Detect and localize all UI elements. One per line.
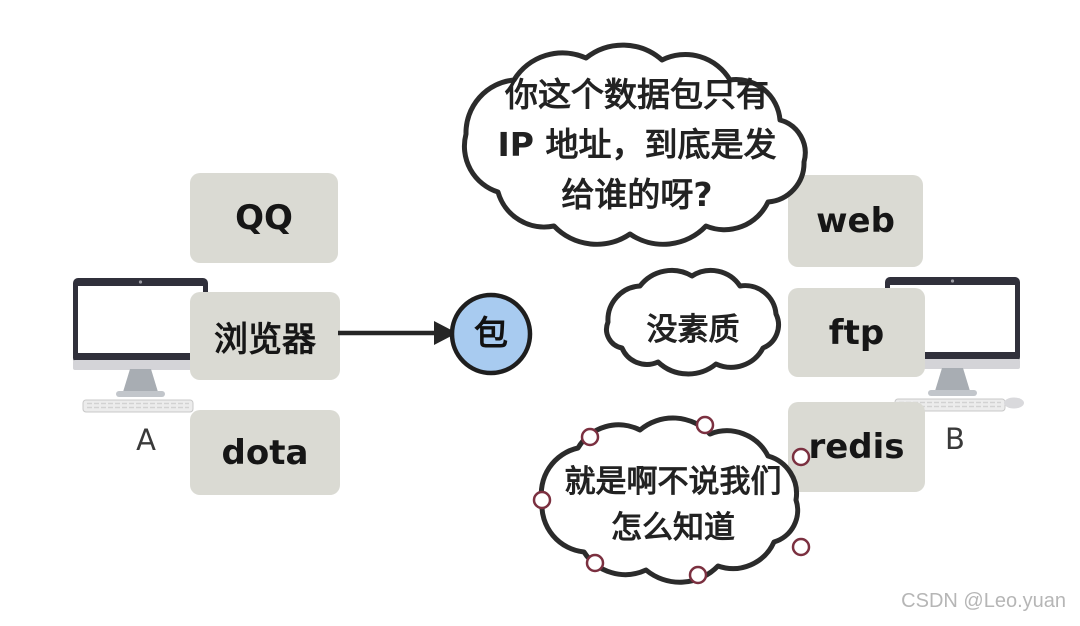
insult-line-1: 没素质 [646, 312, 740, 348]
arrow-head-icon [434, 321, 457, 345]
agree-bubble-text: 就是啊不说我们 怎么知道 [542, 459, 804, 551]
selection-handle-bottom-left[interactable] [585, 553, 605, 573]
packet-arrow [338, 292, 533, 376]
watermark: CSDN @Leo.yuan [901, 590, 1066, 612]
selection-handle-top-right[interactable] [791, 447, 811, 467]
selection-handle-top-left[interactable] [580, 427, 600, 447]
question-bubble-text: 你这个数据包只有 IP 地址，到底是发 给谁的呀? [462, 70, 812, 220]
service-box-redis: redis [788, 402, 925, 492]
selection-handle-bottom[interactable] [688, 565, 708, 585]
agree-line-1: 就是啊不说我们 [564, 464, 782, 500]
selection-handle-right[interactable] [791, 537, 811, 557]
packet-circle [449, 292, 533, 376]
selection-handles [532, 415, 811, 585]
service-box-ftp: ftp [788, 288, 925, 377]
question-line-2: IP 地址，到底是发 [497, 125, 777, 164]
app-box-dota: dota [190, 410, 340, 495]
question-line-1: 你这个数据包只有 [505, 75, 769, 114]
question-line-3: 给谁的呀? [561, 175, 713, 214]
mouse-icon [1004, 397, 1024, 409]
question-bubble [461, 42, 808, 247]
host-a-label: A [136, 423, 156, 457]
agree-bubble-selected [532, 415, 811, 585]
host-b-label: B [945, 422, 965, 456]
agree-line-2: 怎么知道 [611, 510, 735, 546]
insult-bubble-text: 没素质 [598, 309, 788, 351]
service-box-web: web [788, 175, 923, 267]
computer-a-icon [73, 278, 208, 413]
selection-handle-left[interactable] [532, 490, 552, 510]
app-box-qq: QQ [190, 173, 338, 263]
packet-label: 包 [474, 314, 508, 354]
insult-bubble [604, 267, 781, 377]
selection-handle-top[interactable] [695, 415, 715, 435]
app-box-browser: 浏览器 [190, 292, 340, 380]
